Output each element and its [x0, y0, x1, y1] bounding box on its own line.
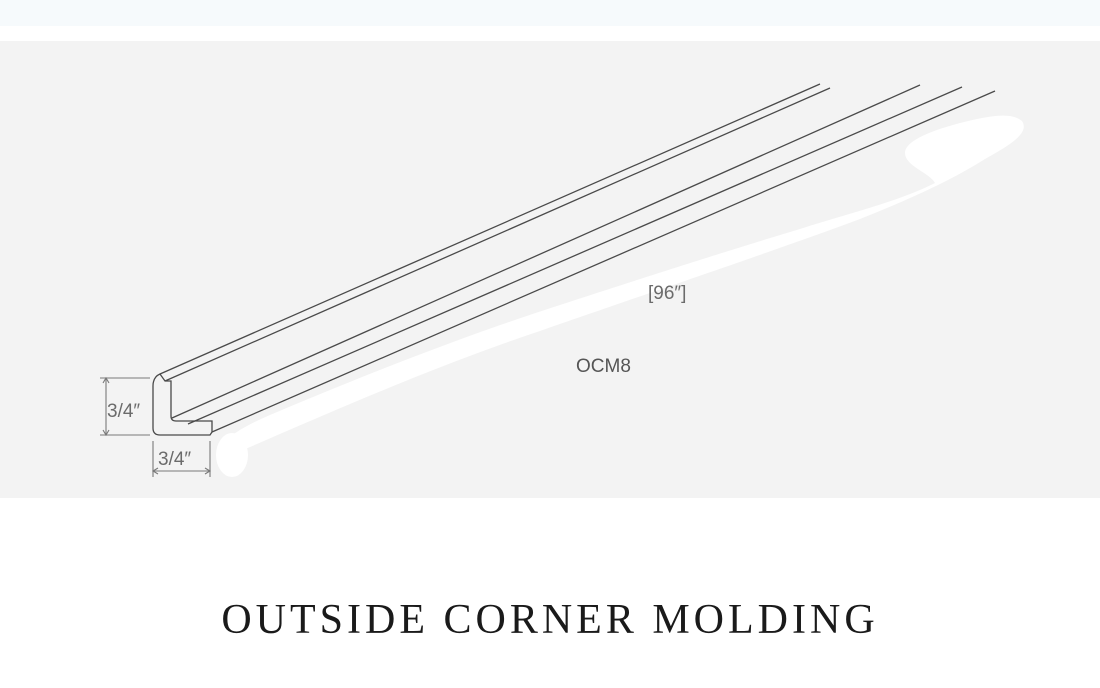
- molding-drawing: 3/4″ 3/4″ [96″] OCM8: [0, 41, 1100, 498]
- white-overpaint-end: [216, 433, 248, 477]
- molding-edge-line: [171, 84, 921, 419]
- product-code-label: OCM8: [576, 356, 631, 377]
- molding-edge-lines: [159, 83, 996, 433]
- length-label: [96″]: [648, 283, 686, 304]
- molding-profile: [152, 373, 213, 436]
- white-overpaint-streak: [219, 115, 1024, 460]
- height-dimension-label: 3/4″: [107, 401, 140, 422]
- top-band: [0, 0, 1100, 26]
- molding-drawing-svg: 3/4″ 3/4″ [96″] OCM8: [100, 83, 1024, 477]
- molding-edge-line: [159, 83, 821, 375]
- molding-edge-line: [211, 90, 996, 433]
- page-title: OUTSIDE CORNER MOLDING: [221, 597, 879, 643]
- width-dimension-label: 3/4″: [158, 449, 191, 470]
- molding-edge-line: [187, 86, 963, 425]
- molding-edge-line: [164, 87, 831, 382]
- height-dimension: [100, 376, 150, 437]
- width-dimension: [151, 441, 212, 477]
